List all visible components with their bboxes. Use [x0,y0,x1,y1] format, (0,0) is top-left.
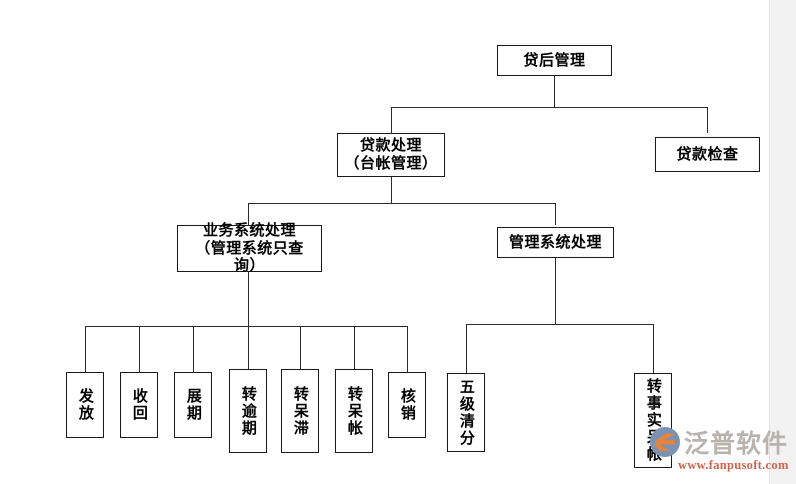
node-leaf-fafang-label: 发放 [76,388,95,422]
node-business-system-label: 业务系统处理 （管理系统只查询） [195,220,304,275]
node-leaf-hexiao[interactable]: 核销 [388,372,426,438]
connector-to-leaf-5 [300,326,301,372]
connector-level2-bus [391,107,707,108]
node-leaf-zhuanshishidaizhang[interactable]: 转事实呆帐 [634,373,672,468]
connector-to-leaf-9 [653,324,654,373]
node-root-label: 贷后管理 [523,50,586,69]
node-management-system-label: 管理系统处理 [508,232,602,251]
connector-to-management-system [555,203,556,225]
connector-to-leaf-8 [466,324,467,373]
connector-to-leaf-4 [248,326,249,372]
connector-to-loan-processing [391,107,392,133]
node-loan-inspection-label: 贷款检查 [676,144,739,163]
node-leaf-zhuandaizhang[interactable]: 转呆帐 [335,369,373,453]
node-leaf-shouhui[interactable]: 收回 [120,372,158,438]
node-leaf-hexiao-label: 核销 [398,388,417,422]
node-leaf-fafang[interactable]: 发放 [66,372,104,438]
node-leaf-wujiqingfen[interactable]: 五级清分 [447,373,485,452]
node-leaf-zhanqi[interactable]: 展期 [174,372,212,438]
connector-level3-bus [248,203,555,204]
node-loan-processing-label: 贷款处理 （台帐管理） [344,136,438,172]
connector-business-system-stem [248,272,249,326]
connector-to-business-system [248,203,249,225]
node-leaf-zhuandaizhi-label: 转呆滞 [291,385,310,437]
node-leaf-zhuandaizhi[interactable]: 转呆滞 [281,369,319,453]
connector-to-leaf-7 [407,326,408,372]
node-leaf-zhuanshishidaizhang-label: 转事实呆帐 [644,378,663,463]
connector-right-leaf-bus [466,324,653,325]
node-leaf-zhuanyuqi-label: 转逾期 [239,385,258,437]
page-gutter [769,0,796,484]
node-business-system[interactable]: 业务系统处理 （管理系统只查询） [177,220,322,275]
node-leaf-wujiqingfen-label: 五级清分 [457,378,476,447]
node-leaf-zhuandaizhang-label: 转呆帐 [345,385,364,437]
node-loan-processing[interactable]: 贷款处理 （台帐管理） [337,133,445,177]
node-loan-inspection[interactable]: 贷款检查 [655,137,760,172]
node-leaf-zhanqi-label: 展期 [184,388,203,422]
connector-to-leaf-6 [354,326,355,372]
connector-to-leaf-1 [85,326,86,372]
connector-to-leaf-3 [193,326,194,372]
connector-management-system-stem [555,258,556,324]
node-leaf-zhuanyuqi[interactable]: 转逾期 [229,369,267,453]
connector-root-stem [554,76,555,107]
connector-left-leaf-bus [85,326,407,327]
connector-to-leaf-2 [139,326,140,372]
node-management-system[interactable]: 管理系统处理 [497,227,614,258]
node-root[interactable]: 贷后管理 [497,45,612,76]
connector-to-loan-inspection [707,107,708,133]
node-leaf-shouhui-label: 收回 [130,388,149,422]
connector-loan-processing-stem [391,177,392,203]
